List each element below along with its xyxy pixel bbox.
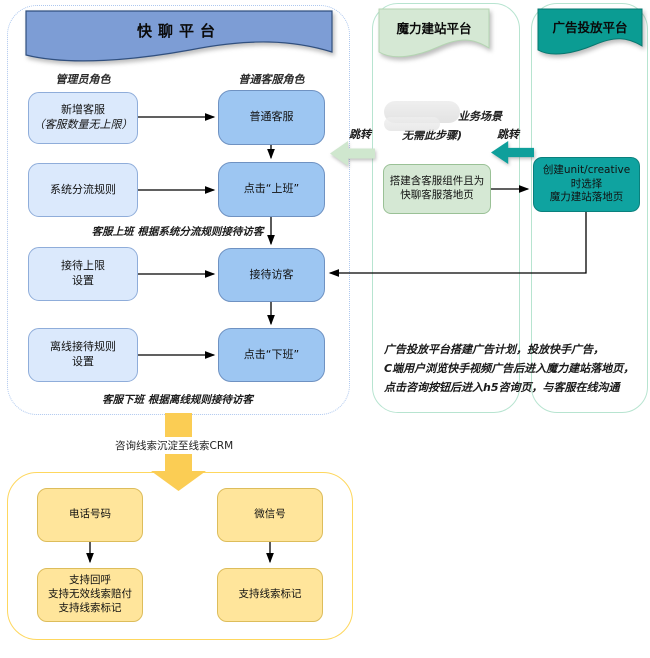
crm-phone-support-line2: 支持无效线索赔付 (48, 588, 132, 601)
crm-box-phone-number: 电话号码 (37, 488, 143, 542)
admin-box-add-agent: 新增客服 （客服数量无上限） (28, 92, 138, 144)
ad-title: 广告投放平台 (552, 19, 628, 35)
agent-role-label: 普通客服角色 (238, 73, 305, 86)
admin-box-reception-limit: 接待上限 设置 (28, 247, 138, 301)
admin-box-routing-rules-label: 系统分流规则 (50, 182, 116, 196)
jump-left-arrow-icon (330, 141, 375, 166)
ad-banner: 广告投放平台 (537, 8, 643, 56)
crm-box-phone-support: 支持回呼 支持无效线索赔付 支持线索标记 (37, 568, 143, 622)
jump-right-arrow-shape (491, 141, 534, 164)
crm-label: 咨询线索沉淀至线索CRM (112, 437, 237, 454)
ad-flow-description: 广告投放平台搭建广告计划，投放快手广告， C端用户浏览快手视频广告后进入魔力建站… (384, 340, 634, 397)
admin-box-offline-rules-line1: 离线接待规则 (50, 340, 116, 354)
ad-flow-description-line1: 广告投放平台搭建广告计划，投放快手广告， (384, 343, 604, 356)
jump-left-label: 跳转 (349, 128, 371, 141)
admin-box-offline-rules-line2: 设置 (72, 355, 94, 368)
admin-box-routing-rules: 系统分流规则 (28, 163, 138, 217)
censor-blob-small (384, 117, 440, 131)
moli-site-builder-panel (372, 3, 520, 413)
admin-box-add-agent-line1: 新增客服 (61, 103, 105, 117)
agent-box-click-clock-out: 点击“下班” (218, 328, 325, 382)
agent-box-normal-agent: 普通客服 (218, 90, 325, 145)
moli-box-line1: 搭建含客服组件且为 (389, 175, 485, 188)
redacted-note-line1: 业务场景 (458, 110, 502, 123)
ad-banner-shape (537, 8, 643, 55)
ad-box-line1: 创建unit/creative (542, 163, 631, 176)
crm-phone-support-line1: 支持回呼 (69, 574, 111, 587)
jump-left-arrow-shape (330, 141, 375, 166)
jump-right-label: 跳转 (497, 128, 519, 141)
admin-box-reception-limit-line1: 接待上限 (61, 259, 105, 273)
admin-box-add-agent-line2: （客服数量无上限） (33, 118, 133, 131)
kuailiao-banner: 快聊平台 (25, 10, 333, 62)
moli-banner-shape (378, 8, 490, 58)
moli-banner: 魔力建站平台 (378, 8, 490, 58)
moli-title: 魔力建站平台 (396, 20, 472, 36)
ad-flow-description-line2: C端用户浏览快手视频广告后进入魔力建站落地页， (384, 362, 635, 375)
kuailiao-title: 快聊平台 (136, 21, 221, 40)
admin-box-reception-limit-line2: 设置 (72, 274, 94, 287)
ad-flow-description-line3: 点击咨询按钮后进入h5咨询页，与客服在线沟通 (384, 381, 620, 394)
kuailiao-banner-shape (25, 10, 333, 62)
moli-box-line2: 快聊客服落地页 (400, 189, 474, 201)
crm-phone-support-line3: 支持线索标记 (58, 601, 122, 614)
ad-box-create-unit-creative: 创建unit/creative 时选择 魔力建站落地页 (533, 157, 640, 212)
annotation-online-rule: 客服上班 根据系统分流规则接待访客 (91, 226, 264, 238)
admin-box-offline-rules: 离线接待规则 设置 (28, 328, 138, 382)
ad-platform-panel (531, 3, 648, 413)
agent-box-receive-visitors: 接待访客 (218, 248, 325, 302)
crm-box-wechat-id: 微信号 (217, 488, 323, 542)
jump-right-arrow-icon (491, 141, 534, 164)
crm-box-wechat-support: 支持线索标记 (217, 568, 323, 622)
agent-box-click-clock-in: 点击“上班” (218, 162, 325, 217)
annotation-offline-rule: 客服下班 根据离线规则接待访客 (102, 394, 253, 406)
admin-role-label: 管理员角色 (55, 73, 111, 86)
ad-box-line3: 魔力建站落地页 (549, 191, 624, 204)
redacted-note-line2: 无需此步骤) (402, 129, 463, 142)
moli-box-build-landing-page: 搭建含客服组件且为 快聊客服落地页 (383, 164, 491, 214)
ad-box-line2: 时选择 (570, 177, 603, 190)
